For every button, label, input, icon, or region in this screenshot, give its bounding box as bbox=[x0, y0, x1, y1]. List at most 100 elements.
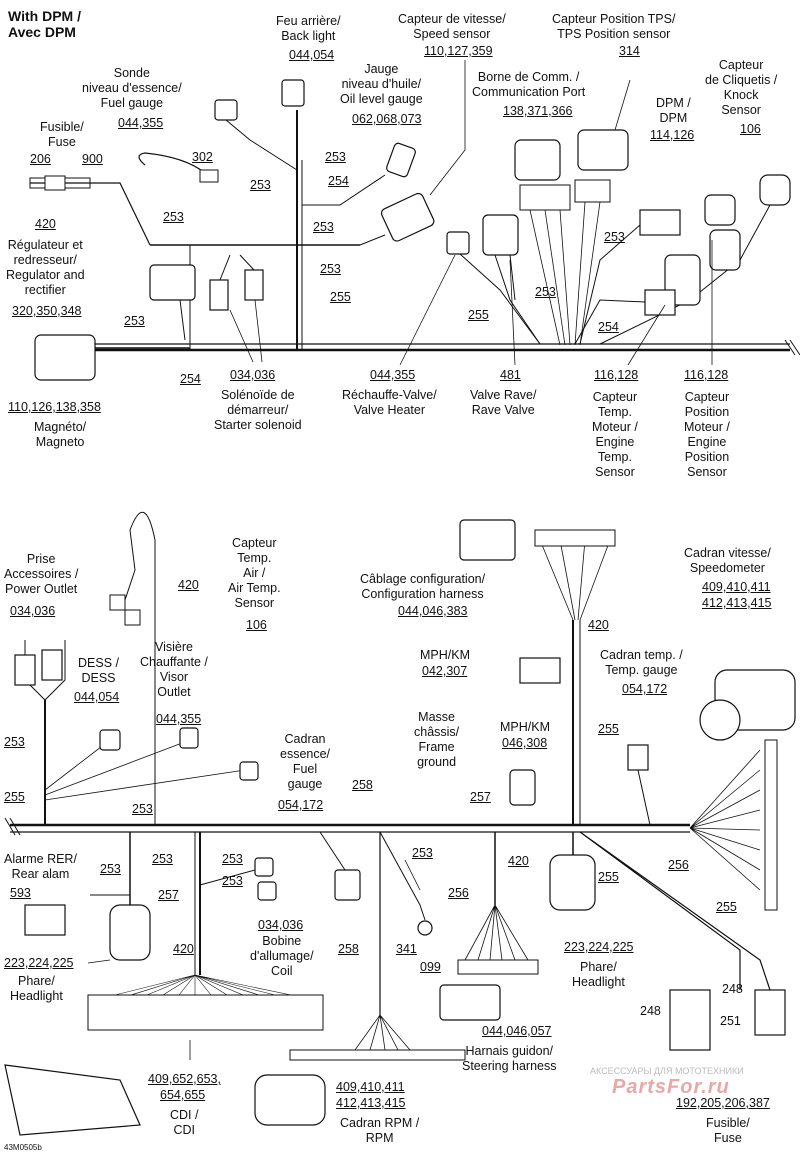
wire-label: 254 bbox=[180, 372, 201, 386]
num-temp-gauge: 054,172 bbox=[622, 682, 668, 696]
num-rave-valve: 481 bbox=[500, 368, 521, 382]
figure-code: 43M0505b bbox=[4, 1143, 42, 1152]
label-headlight-left: Phare/Headlight bbox=[10, 974, 63, 1003]
upper-harness bbox=[29, 60, 800, 381]
num-420-a: 420 bbox=[178, 578, 199, 592]
num-cdi-2: 654,655 bbox=[160, 1088, 206, 1102]
wire-label: 253 bbox=[313, 220, 334, 234]
wire-label: 255 bbox=[4, 790, 25, 804]
wire-label: 253 bbox=[124, 314, 145, 328]
wire-label: 255 bbox=[716, 900, 737, 914]
wire-label: 253 bbox=[604, 230, 625, 244]
label-rear-alarm: Alarme RER/Rear alam bbox=[4, 852, 77, 881]
wire-label: 256 bbox=[448, 886, 469, 900]
num-starter-solenoid: 034,036 bbox=[230, 368, 276, 382]
num-power-outlet: 034,036 bbox=[10, 604, 56, 618]
label-cdi: CDI /CDI bbox=[170, 1108, 199, 1137]
label-comm-port: Borne de Comm. /Communication Port bbox=[472, 70, 586, 99]
watermark-text: АКСЕССУАРЫ ДЛЯ МОТОТЕХНИКИ bbox=[590, 1066, 744, 1076]
wire-label: 253 bbox=[152, 852, 173, 866]
num-magneto: 110,126,138,358 bbox=[8, 400, 101, 414]
wire-label: 254 bbox=[328, 174, 349, 188]
num-302: 302 bbox=[192, 150, 213, 164]
num-steering-harness: 044,046,057 bbox=[482, 1024, 552, 1038]
wire-label: 253 bbox=[163, 210, 184, 224]
num-speedometer-2: 412,413,415 bbox=[702, 596, 772, 610]
num-mph-km-1: 042,307 bbox=[422, 664, 468, 678]
lower-harness bbox=[4, 511, 796, 1136]
wire-label: 253 bbox=[100, 862, 121, 876]
num-fuse-206: 206 bbox=[30, 152, 51, 166]
label-dpm: DPM /DPM bbox=[656, 96, 691, 125]
wire-label: 253 bbox=[250, 178, 271, 192]
num-fuse-900: 900 bbox=[82, 152, 103, 166]
num-rpm-2: 412,413,415 bbox=[336, 1096, 406, 1110]
wire-label: 258 bbox=[352, 778, 373, 792]
wire-label: 253 bbox=[4, 735, 25, 749]
num-dess: 044,054 bbox=[74, 690, 120, 704]
label-dess: DESS /DESS bbox=[78, 656, 119, 685]
num-dpm: 114,126 bbox=[650, 128, 695, 142]
num-back-light: 044,054 bbox=[289, 48, 335, 62]
title-line-1: With DPM / bbox=[8, 8, 81, 24]
num-rear-alarm: 593 bbox=[10, 886, 31, 900]
num-visor-outlet: 044,355 bbox=[156, 712, 202, 726]
label-rave-valve: Valve Rave/Rave Valve bbox=[470, 388, 537, 417]
label-rpm: Cadran RPM /RPM bbox=[340, 1116, 420, 1145]
num-fuse-420: 420 bbox=[35, 217, 56, 231]
label-mph-km-1: MPH/KM bbox=[420, 648, 470, 662]
diagram-title: With DPM / Avec DPM bbox=[8, 8, 81, 40]
wire-label: 253 bbox=[325, 150, 346, 164]
num-regulator: 320,350,348 bbox=[12, 304, 82, 318]
num-comm-port: 138,371,366 bbox=[503, 104, 573, 118]
num-cdi-1: 409,652,653, bbox=[148, 1072, 221, 1086]
num-fuse-2: 192,205,206,387 bbox=[676, 1096, 770, 1110]
wire-label: 253 bbox=[222, 874, 243, 888]
wire-label: 254 bbox=[598, 320, 619, 334]
num-099: 099 bbox=[420, 960, 441, 974]
label-back-light: Feu arrière/Back light bbox=[276, 14, 341, 43]
num-headlight-left: 223,224,225 bbox=[4, 956, 74, 970]
num-speed-sensor: 110,127,359 bbox=[424, 44, 493, 58]
label-temp-gauge: Cadran temp. /Temp. gauge bbox=[600, 648, 683, 677]
wire-label: 255 bbox=[598, 870, 619, 884]
num-rpm-1: 409,410,411 bbox=[336, 1080, 405, 1094]
num-251: 251 bbox=[720, 1014, 741, 1028]
num-420-b: 420 bbox=[588, 618, 609, 632]
wire-label: 255 bbox=[598, 722, 619, 736]
num-fuel-gauge-sensor: 044,355 bbox=[118, 116, 164, 130]
num-engine-position: 116,128 bbox=[684, 368, 729, 382]
wire-label: 256 bbox=[668, 858, 689, 872]
label-steering-harness: Harnais guidon/Steering harness bbox=[462, 1044, 557, 1073]
label-fuse-2: Fusible/Fuse bbox=[706, 1116, 750, 1145]
num-config-harness: 044,046,383 bbox=[398, 604, 468, 618]
num-valve-heater: 044,355 bbox=[370, 368, 416, 382]
label-speedometer: Cadran vitesse/Speedometer bbox=[684, 546, 771, 575]
title-line-2: Avec DPM bbox=[8, 24, 76, 40]
num-248-b: 248 bbox=[722, 982, 743, 996]
num-headlight-right: 223,224,225 bbox=[564, 940, 634, 954]
wire-label: 255 bbox=[468, 308, 489, 322]
label-headlight-right: Phare/Headlight bbox=[572, 960, 625, 989]
num-engine-temp: 116,128 bbox=[594, 368, 639, 382]
num-fuel-dial: 054,172 bbox=[278, 798, 324, 812]
watermark-logo: PartsFor.ru bbox=[612, 1076, 730, 1098]
num-knock-sensor: 106 bbox=[740, 122, 761, 136]
wire-label: 253 bbox=[535, 285, 556, 299]
num-coil: 034,036 bbox=[258, 918, 304, 932]
label-valve-heater: Réchauffe-Valve/Valve Heater bbox=[342, 388, 437, 417]
num-341: 341 bbox=[396, 942, 417, 956]
